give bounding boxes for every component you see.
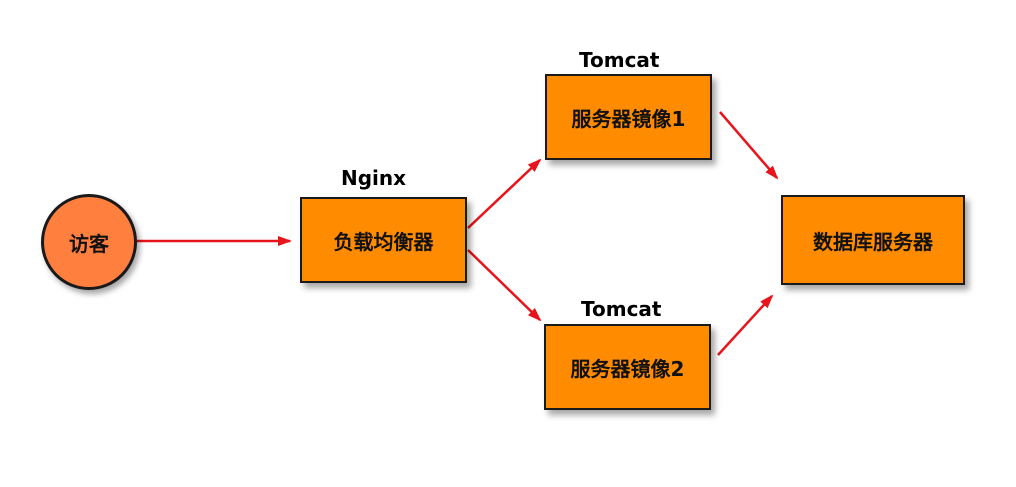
edge-mirror-1-to-database: [719, 111, 779, 180]
server-mirror-1-node: 服务器镜像1: [545, 74, 712, 160]
load-balancer-node: 负载均衡器: [300, 197, 467, 283]
server-mirror-2-tag: Tomcat: [581, 297, 662, 321]
edge-load-balancer-to-mirror-1: [467, 158, 542, 229]
load-balancer-tag: Nginx: [341, 166, 407, 190]
server-mirror-1-tag: Tomcat: [579, 48, 660, 72]
visitor-label: 访客: [69, 231, 109, 256]
server-mirror-1-label: 服务器镜像1: [571, 106, 686, 131]
visitor-node: 访客: [41, 194, 137, 290]
database-server-label: 数据库服务器: [813, 229, 933, 254]
server-mirror-2-label: 服务器镜像2: [570, 356, 685, 381]
edge-mirror-2-to-database: [717, 294, 774, 356]
database-server-node: 数据库服务器: [781, 195, 965, 285]
edge-load-balancer-to-mirror-2: [467, 249, 542, 322]
server-mirror-2-node: 服务器镜像2: [544, 324, 711, 410]
load-balancer-label: 负载均衡器: [333, 229, 434, 254]
